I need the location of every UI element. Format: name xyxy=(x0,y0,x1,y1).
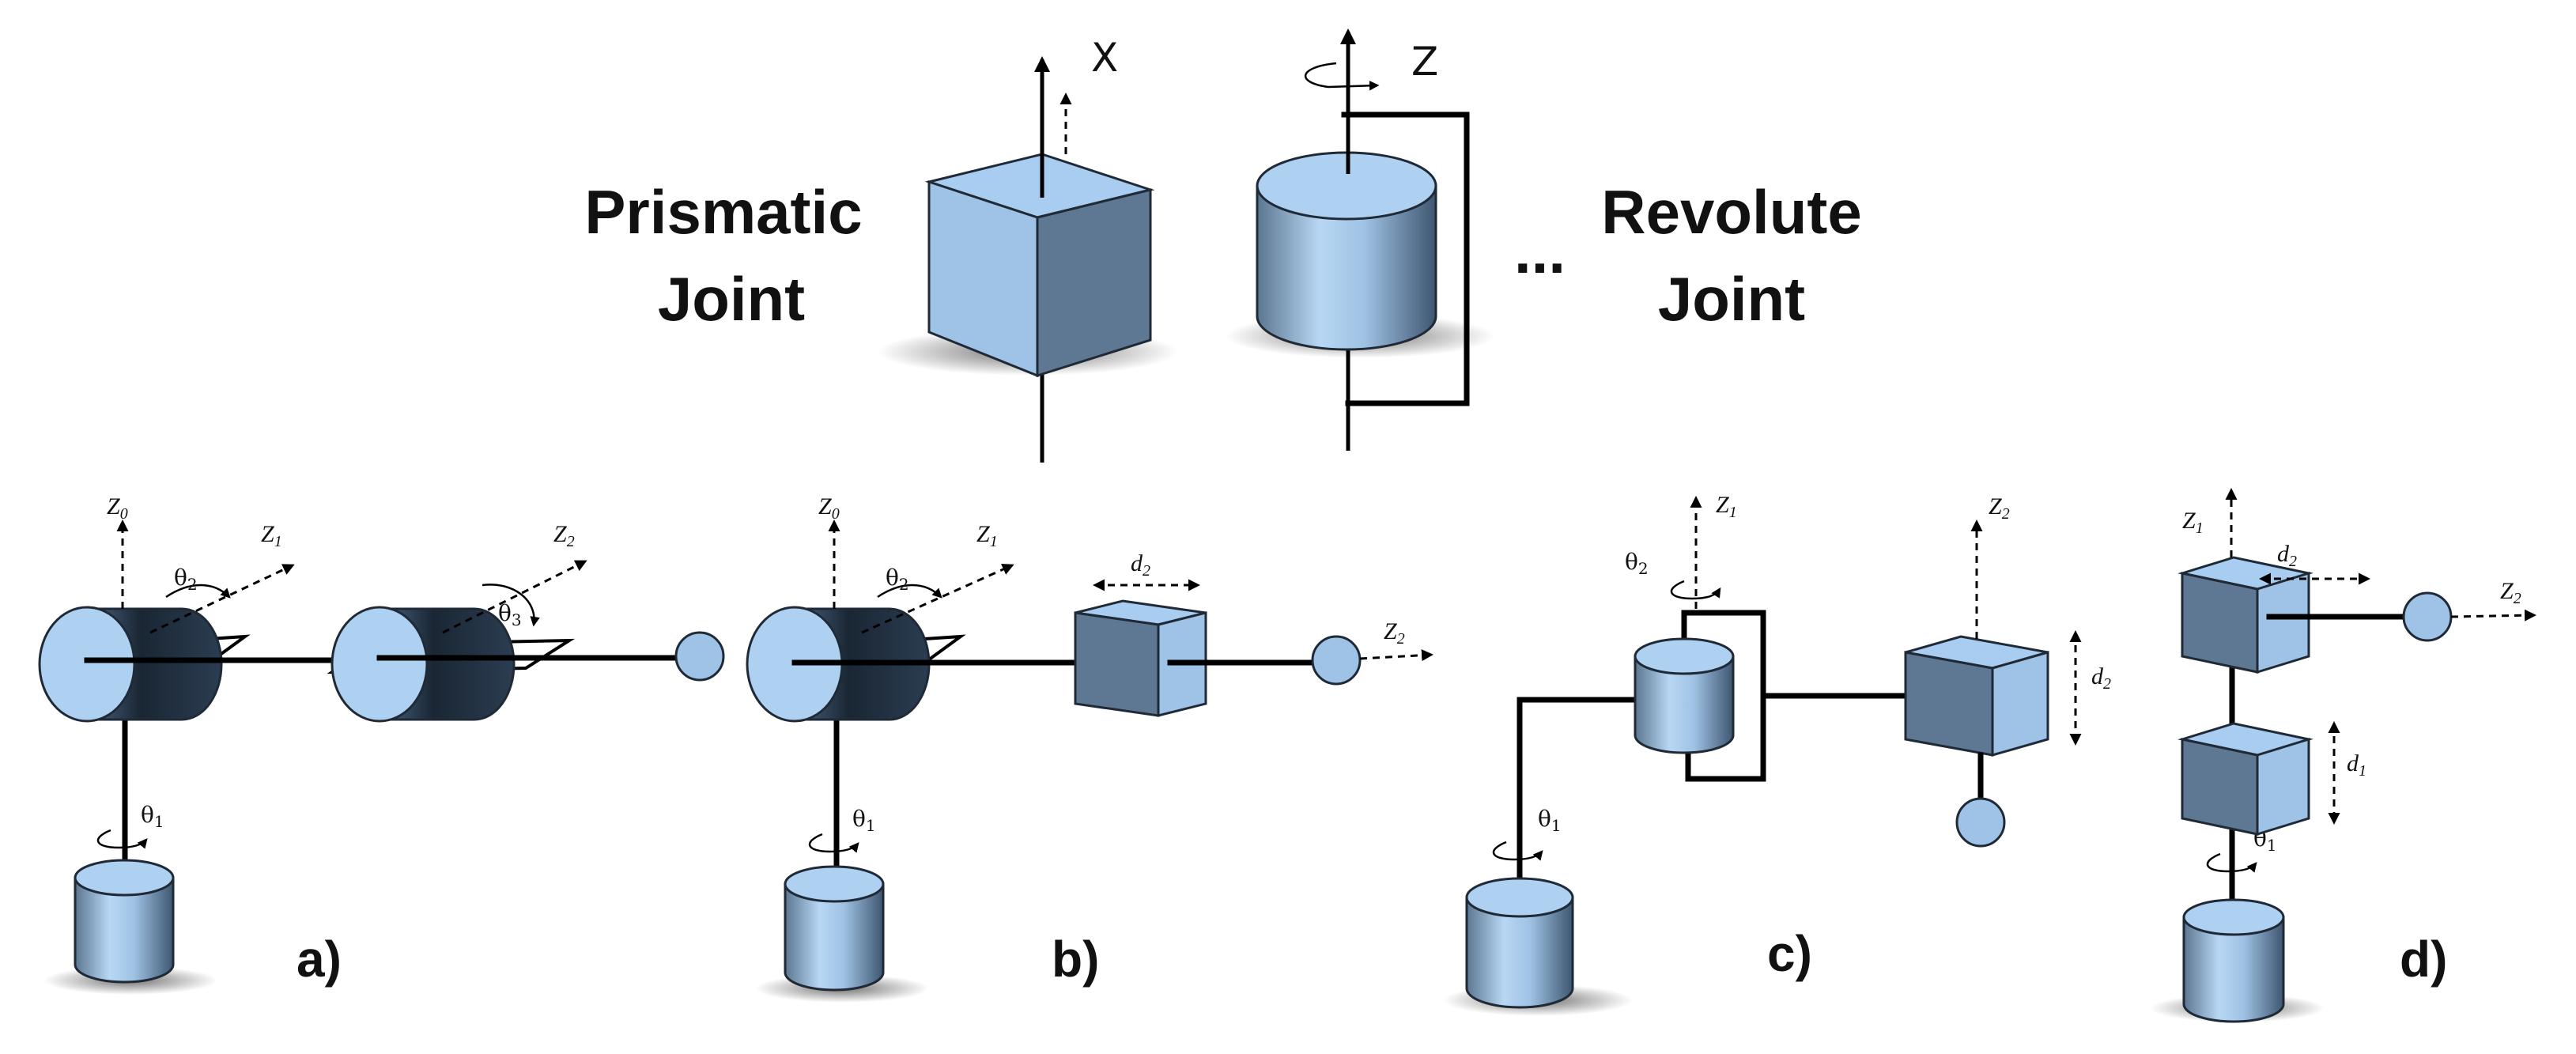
panel-a: θ1 Z0 Z1 θ2 Z2 θ3 a) xyxy=(38,493,725,995)
panel-d-label: d) xyxy=(2400,931,2447,988)
panel-d-d1: d1 xyxy=(2347,750,2366,780)
panel-c: θ1 Z1 θ2 Z2 d2 c) xyxy=(1443,492,2111,1016)
panel-c-label: c) xyxy=(1767,925,1812,982)
panel-b-d2: d2 xyxy=(1131,550,1150,580)
panel-b-z1: Z1 xyxy=(976,521,998,550)
panel-b-label: b) xyxy=(1052,931,1099,988)
panel-b-z0: Z0 xyxy=(818,493,840,523)
panel-a-z0: Z0 xyxy=(107,493,128,523)
panel-b-z2: Z2 xyxy=(1384,618,1405,648)
panel-c-d2: d2 xyxy=(2091,663,2111,693)
panel-c-theta1: θ1 xyxy=(1538,806,1562,835)
panel-c-end-effector xyxy=(1955,797,2006,848)
prismatic-axis-label: X xyxy=(1091,35,1118,81)
panel-b-theta2: θ2 xyxy=(886,565,909,594)
panel-a-theta1: θ1 xyxy=(141,802,164,831)
panel-c-z1: Z1 xyxy=(1716,492,1737,521)
panel-b-theta1: θ1 xyxy=(852,806,876,835)
panel-c-theta2: θ2 xyxy=(1625,549,1649,578)
panel-a-z1: Z1 xyxy=(261,521,282,550)
legend: Prismatic Joint X Z ... Revolute Joint xyxy=(584,28,1862,463)
revolute-axis-label: Z xyxy=(1411,39,1438,85)
revolute-title-line2: Joint xyxy=(1658,264,1805,334)
panel-d-end-effector xyxy=(2402,591,2453,642)
ellipsis: ... xyxy=(1514,217,1566,286)
panel-d-z2: Z2 xyxy=(2500,578,2521,607)
prismatic-joint-cube: X xyxy=(878,35,1178,463)
panel-c-z2: Z2 xyxy=(1989,493,2010,523)
revolute-title-line1: Revolute xyxy=(1601,177,1861,247)
panel-d-z1: Z1 xyxy=(2182,508,2204,537)
revolute-joint-cylinder: Z xyxy=(1226,28,1494,451)
prismatic-title-line2: Joint xyxy=(658,264,805,334)
panel-a-theta3: θ3 xyxy=(498,600,522,629)
prismatic-title-line1: Prismatic xyxy=(584,177,862,247)
panel-d: θ1 d1 Z1 d2 Z2 d) xyxy=(2151,488,2536,1023)
panel-b: θ1 Z0 Z1 θ2 d2 Z2 b) xyxy=(746,493,1433,1003)
panel-a-label: a) xyxy=(297,931,342,988)
panel-a-theta2: θ2 xyxy=(174,565,198,594)
panel-b-end-effector xyxy=(1311,635,1362,686)
panel-d-d2: d2 xyxy=(2277,541,2297,570)
panel-a-z2: Z2 xyxy=(553,521,575,550)
panel-a-end-effector xyxy=(674,631,725,682)
